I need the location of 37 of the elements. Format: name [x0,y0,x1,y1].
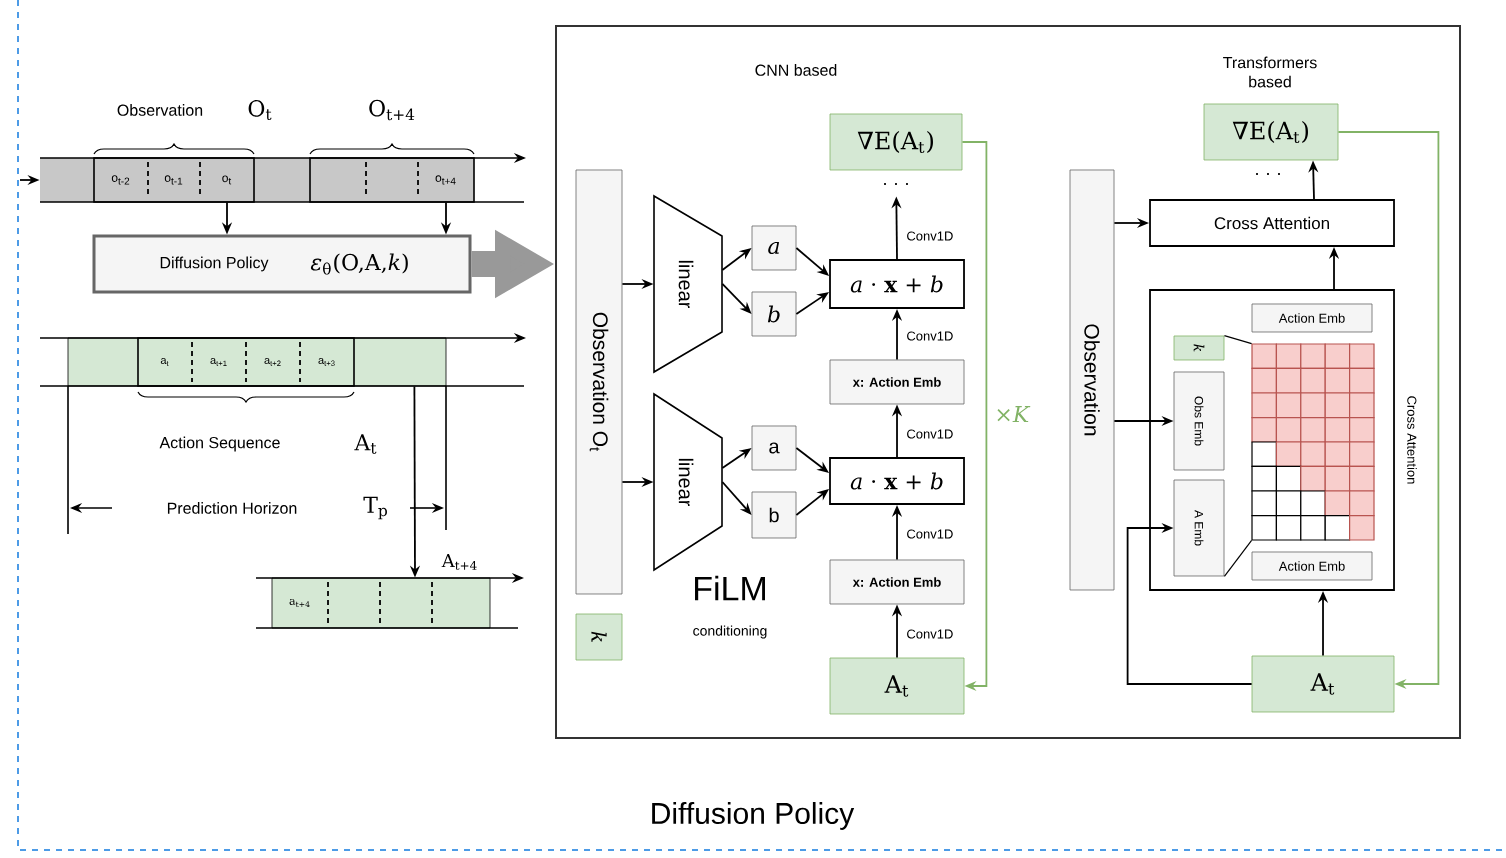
policy-box: Diffusion Policy ε$_{θ}$(O,A,k) [92,234,472,294]
film-box: a · x + b [829,259,965,309]
step-box: k [575,613,623,661]
output-box: ∇E(A$_{t}$) [829,113,963,171]
action-strip [271,577,491,629]
axis-label: Action Sequence [159,436,280,452]
caption: Diffusion Policy [652,802,855,830]
action-strip [67,337,447,387]
symbol-label: A$_{t}$ [354,434,377,454]
action-box: A$_{t}$ [829,657,965,715]
parameter-box: b [751,491,797,539]
edge-label: ×K [992,404,1033,424]
parameter-box: b [751,291,797,337]
parameter-box: a [751,225,797,271]
symbol-label: T$_{p}$ [363,496,387,520]
observation-strip [40,157,475,203]
symbol-label: A$_{t+4}$ [441,554,477,570]
symbol-label: O$_{t+4}$ [369,99,415,121]
parameter-box: a [751,425,797,471]
axis-label: Observation [117,104,203,116]
ellipsis-label: · · · [884,183,908,185]
dimension-label: Prediction Horizon [167,502,297,514]
symbol-label: O$_{t}$ [248,100,272,120]
observation-box: Observation O$_{t}$ [575,169,623,595]
observation-box: Observation [1069,169,1115,591]
film-box: a · x + b [829,457,965,505]
connector-line [1223,335,1253,345]
attention-box: Cross Attention [1149,199,1395,247]
attention-mask-drawing [1251,343,1375,541]
connector-line [1223,539,1253,577]
output-box: ∇E(A$_{t}$) [1203,103,1339,161]
arrow [1126,522,1253,685]
ellipsis-label: · · · [1256,173,1280,175]
arrow [961,141,988,692]
heading-label: FiLM [695,575,765,601]
action-box: A$_{t}$ [1251,655,1395,713]
arrow [1337,131,1440,690]
